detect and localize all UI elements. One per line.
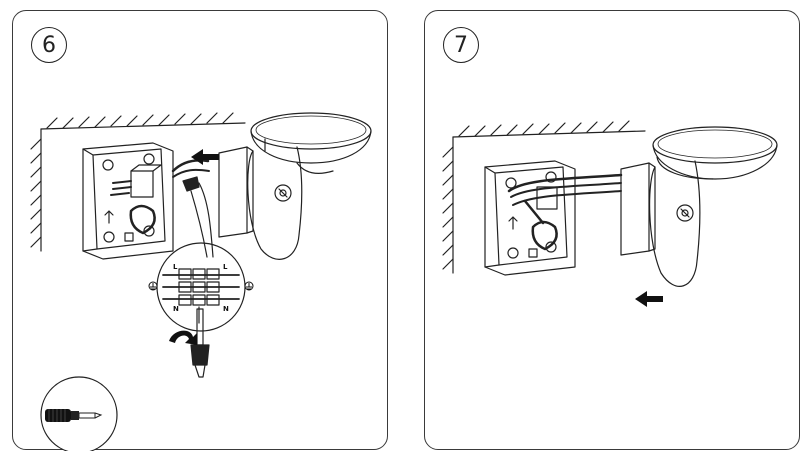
step-number: 7 [454,32,468,58]
connector [182,176,200,192]
step-6-panel: 6 [12,10,388,451]
cable [512,190,622,206]
step-number-badge: 6 [31,27,67,63]
terminal-label-N-left: N [173,305,179,313]
terminal-detail-callout [156,242,246,332]
wall [30,112,246,252]
junction-box [82,142,174,260]
cable [198,182,214,258]
lamp-fixture [218,112,372,260]
ground-symbol-icon [148,281,254,291]
cable [523,199,545,225]
junction-box [484,160,576,276]
step-6-illustration: L L N N [30,112,372,451]
rotate-arrow-icon [169,330,197,345]
cable [171,159,210,173]
lamp-fixture [620,126,778,287]
cable [172,168,210,178]
terminal-label-N-right: N [223,305,229,313]
step-number-badge: 7 [443,27,479,63]
terminal-label-L-right: L [223,263,228,271]
terminal-label-L-left: L [173,263,178,271]
step-number: 6 [42,32,56,58]
wall [442,120,646,274]
arrow-left-icon [635,291,663,307]
screwdriver-icon [40,376,118,451]
step-7-panel: 7 [424,10,800,450]
cable [190,190,208,258]
step-7-illustration [442,120,778,307]
cable [507,173,623,193]
cable [510,182,622,198]
arrow-left-icon [191,149,219,165]
